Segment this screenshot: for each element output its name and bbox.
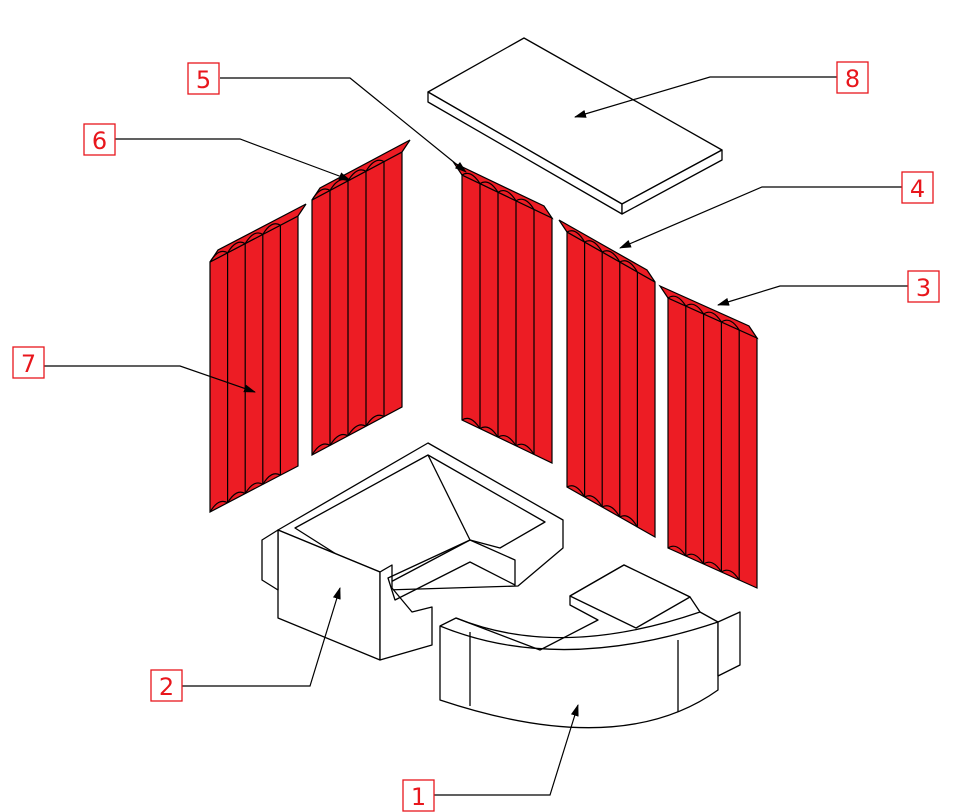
callout-number: 7 — [21, 350, 36, 378]
callout-box — [907, 270, 940, 303]
callout-box — [901, 171, 934, 204]
callout-8: 8 — [574, 61, 869, 118]
leader-line — [182, 587, 341, 687]
callout-3: 3 — [717, 270, 940, 306]
right-panel-rear — [658, 284, 759, 589]
back-panel-left — [311, 139, 411, 456]
callout-box — [12, 346, 45, 379]
callout-number: 5 — [196, 66, 211, 94]
leader-line — [717, 285, 908, 306]
callout-number: 1 — [411, 783, 426, 811]
callout-number: 3 — [916, 274, 931, 302]
right-panel-front — [558, 219, 656, 539]
top-slab — [427, 37, 723, 215]
back-panel-right — [452, 161, 554, 464]
callout-number: 6 — [92, 127, 107, 155]
callout-number: 2 — [159, 673, 174, 701]
leader-line — [115, 138, 351, 181]
callout-4: 4 — [619, 171, 934, 249]
front-curved-base — [439, 564, 741, 729]
callout-box — [402, 779, 435, 812]
callout-5: 5 — [187, 62, 467, 173]
callout-box — [187, 62, 220, 95]
callout-box — [83, 123, 116, 156]
leader-line — [44, 365, 256, 393]
callout-box — [150, 669, 183, 702]
callout-number: 8 — [845, 65, 860, 93]
callout-7: 7 — [12, 346, 256, 393]
left-base — [261, 442, 564, 661]
leader-line — [619, 186, 902, 249]
leader-line — [574, 76, 837, 118]
leader-line — [433, 704, 579, 796]
callout-box — [836, 61, 869, 94]
callout-number: 4 — [910, 175, 925, 203]
callout-6: 6 — [83, 123, 351, 181]
callout-1: 1 — [402, 704, 579, 812]
left-panel — [209, 203, 307, 513]
callout-2: 2 — [150, 587, 341, 702]
leader-line — [220, 77, 467, 173]
